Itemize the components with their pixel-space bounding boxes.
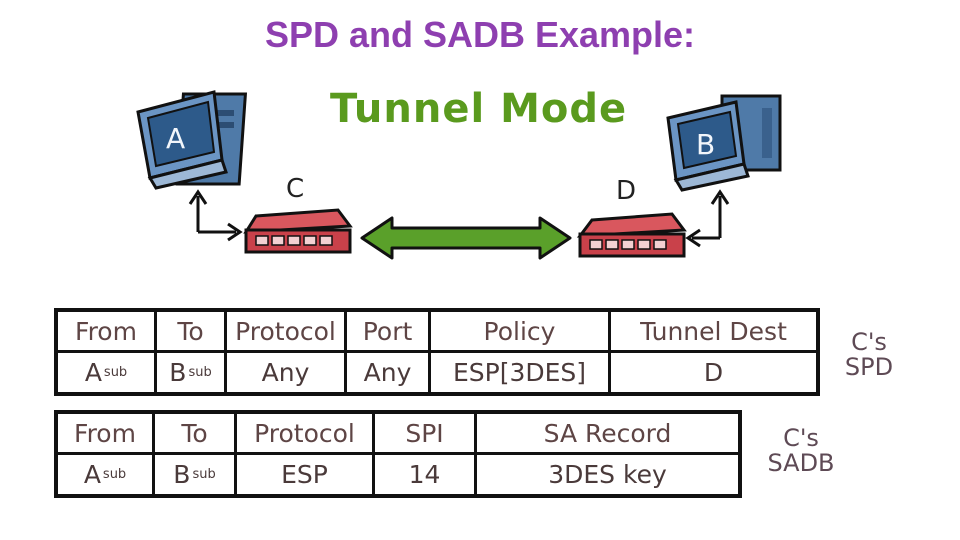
- computer-b-icon: [666, 94, 782, 192]
- sadb-cell-sa-record: 3DES key: [548, 460, 667, 489]
- tunnel-mode-heading: Tunnel Mode: [330, 86, 628, 132]
- spd-cell-protocol: Any: [261, 358, 310, 387]
- spd-header-port: Port: [362, 316, 413, 346]
- gateway-d-label: D: [616, 176, 637, 206]
- spd-cell-port: Any: [363, 358, 412, 387]
- sadb-header-to: To: [181, 418, 208, 448]
- spd-header-tunnel-dest: Tunnel Dest: [640, 316, 787, 346]
- link-b-d-arrow: [685, 189, 730, 248]
- sadb-side-label: C's SADB: [767, 424, 835, 478]
- spd-cell-tunnel-dest: D: [703, 358, 724, 387]
- router-d-icon: [576, 212, 687, 258]
- spd-header-to: To: [177, 316, 204, 346]
- spd-header-protocol: Protocol: [235, 316, 336, 346]
- host-b-label: B: [696, 128, 716, 161]
- spd-table: From To Protocol Port Policy Tunnel Dest…: [54, 308, 820, 396]
- sadb-header-protocol: Protocol: [254, 418, 355, 448]
- sadb-cell-protocol: ESP: [281, 460, 328, 489]
- sadb-header-from: From: [74, 418, 136, 448]
- gateway-c-label: C: [286, 174, 305, 204]
- sadb-header-sa-record: SA Record: [543, 418, 672, 448]
- sadb-header-spi: SPI: [405, 418, 444, 448]
- router-c-icon: [243, 208, 353, 254]
- spd-side-label: C's SPD: [844, 328, 894, 382]
- spd-header-from: From: [75, 316, 137, 346]
- spd-header-policy: Policy: [483, 316, 556, 346]
- computer-a-icon: [136, 90, 248, 190]
- slide-title: SPD and SADB Example:: [264, 14, 696, 55]
- host-a-label: A: [166, 122, 186, 155]
- tunnel-double-arrow: [360, 216, 572, 260]
- link-a-c-arrow: [188, 189, 243, 242]
- sadb-cell-spi: 14: [408, 460, 441, 489]
- spd-cell-policy: ESP[3DES]: [452, 358, 587, 387]
